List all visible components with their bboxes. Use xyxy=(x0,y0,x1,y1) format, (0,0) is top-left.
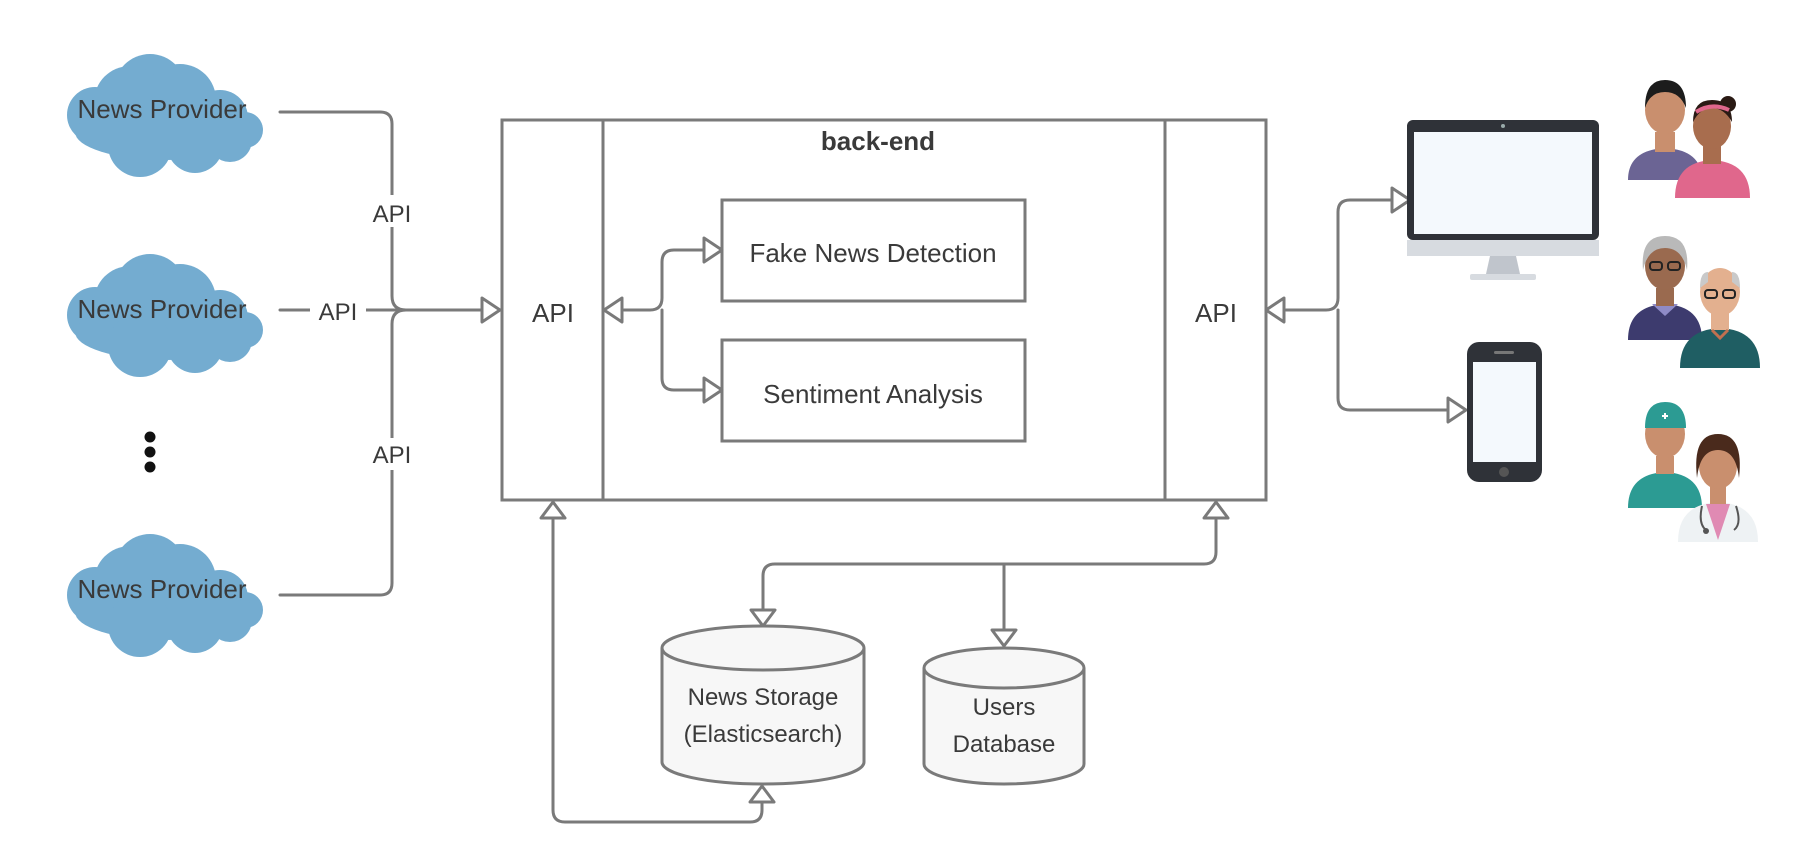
fake-news-detection-label: Fake News Detection xyxy=(749,238,996,268)
fake-news-detection-module: Fake News Detection xyxy=(720,198,1027,303)
news-provider-1: News Provider xyxy=(67,54,263,177)
more-providers-ellipsis xyxy=(144,431,156,473)
provider-api-label-bottom: API xyxy=(373,442,412,469)
news-provider-3: News Provider xyxy=(67,534,263,657)
elderly-couple-users-icon xyxy=(1628,236,1760,368)
young-couple-users-icon xyxy=(1628,80,1750,198)
provider-api-label-middle: API xyxy=(319,299,358,326)
arrow-to-fake-news xyxy=(702,236,724,264)
sentiment-analysis-module: Sentiment Analysis xyxy=(720,338,1027,443)
right-api-to-databases-connector xyxy=(761,518,1218,632)
api-to-modules-connector xyxy=(622,248,706,392)
news-storage-database: News Storage (Elasticsearch) xyxy=(660,624,866,786)
news-storage-label-line2: (Elasticsearch) xyxy=(684,721,843,748)
arrow-up-into-right-api xyxy=(1202,500,1230,520)
arrow-into-backend-api xyxy=(480,296,502,324)
arrow-into-left-api xyxy=(602,296,624,324)
arrow-down-to-news-storage xyxy=(749,608,777,628)
arrow-up-into-news-storage xyxy=(748,784,776,804)
left-api-to-storage-connector xyxy=(551,518,764,824)
arrow-to-phone xyxy=(1446,396,1468,424)
arrow-into-right-api xyxy=(1264,296,1286,324)
news-provider-2: News Provider xyxy=(67,254,263,377)
news-provider-label: News Provider xyxy=(77,94,246,124)
users-database-label-line2: Database xyxy=(953,731,1056,758)
arrow-up-into-left-api xyxy=(539,500,567,520)
backend-api-left: API xyxy=(532,298,574,328)
users-database: Users Database xyxy=(922,646,1086,786)
provider-api-label-top: API xyxy=(373,201,412,228)
smartphone-icon xyxy=(1467,342,1542,482)
api-to-clients-connector xyxy=(1284,198,1450,412)
desktop-monitor-icon xyxy=(1407,120,1599,280)
sentiment-analysis-label: Sentiment Analysis xyxy=(763,379,983,409)
news-provider-label: News Provider xyxy=(77,294,246,324)
provider-3-connector xyxy=(278,308,408,597)
news-provider-label: News Provider xyxy=(77,574,246,604)
arrow-to-desktop xyxy=(1390,186,1412,214)
backend-api-right: API xyxy=(1195,298,1237,328)
backend-title: back-end xyxy=(821,126,935,156)
news-storage-label-line1: News Storage xyxy=(688,684,839,711)
arrow-to-sentiment xyxy=(702,376,724,404)
arrow-down-to-users-db xyxy=(990,628,1018,648)
medical-staff-users-icon xyxy=(1628,402,1758,542)
users-database-label-line1: Users xyxy=(973,694,1036,721)
